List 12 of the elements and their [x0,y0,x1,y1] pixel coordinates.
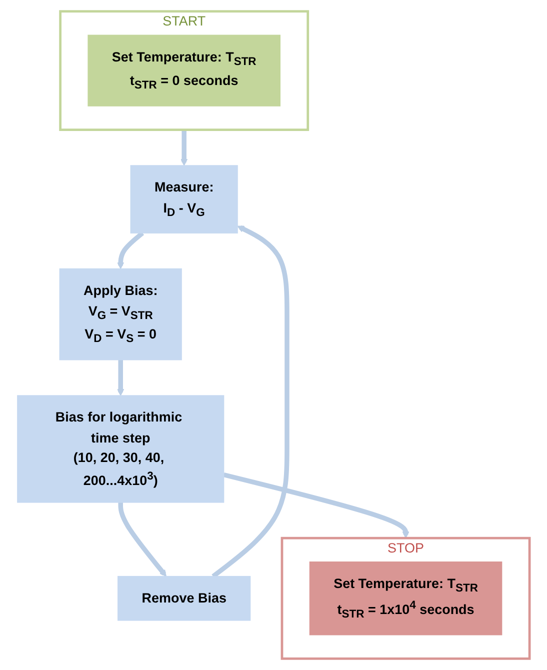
arrow [212,225,290,578]
node-box: Apply Bias: V$_{G}$ = V$_{STR}$ V$_{D}$ = V$_{S}$ = 0 [59,268,182,360]
node-box: Bias for logarithmic time step (10, 20, 30, 40, 200...4x10$^{3}$) [17,395,224,503]
arrow [118,502,167,577]
arrow [223,472,410,538]
node-box: Measure: I$_{D}$ - V$_{G}$ [130,165,238,234]
node-box: Set Temperature: T$_{STR}$ t$_{STR}$ = 0 seconds [88,34,280,106]
node-box: Set Temperature: T$_{STR}$ t$_{STR}$ = 1x10$^{4}$ seconds [309,562,502,636]
node-box: Remove Bias [118,576,251,621]
arrow [180,130,188,166]
arrow [117,231,144,270]
arrow [117,360,124,396]
